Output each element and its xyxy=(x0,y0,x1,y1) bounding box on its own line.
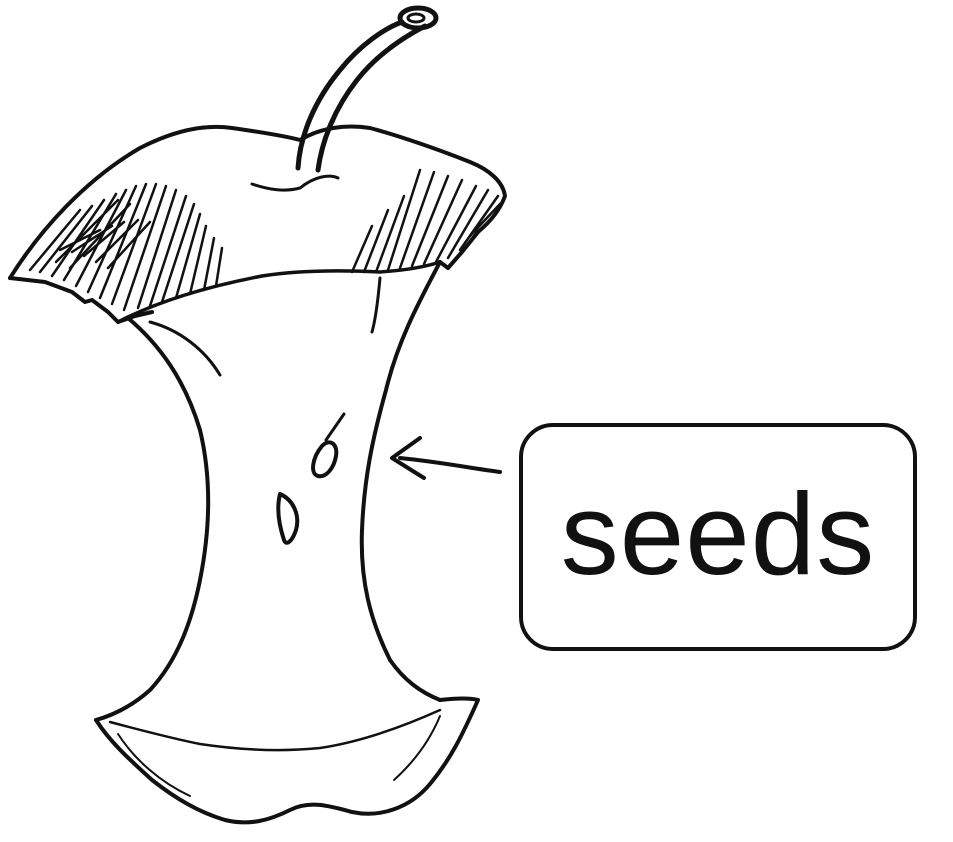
seeds-label: seeds xyxy=(561,476,876,592)
seeds-marks xyxy=(278,414,344,543)
seeds-label-box: seeds xyxy=(519,423,917,651)
stem xyxy=(298,8,436,170)
arrow xyxy=(392,438,500,478)
apple-top-cap xyxy=(10,127,505,323)
shading-right xyxy=(352,170,500,272)
